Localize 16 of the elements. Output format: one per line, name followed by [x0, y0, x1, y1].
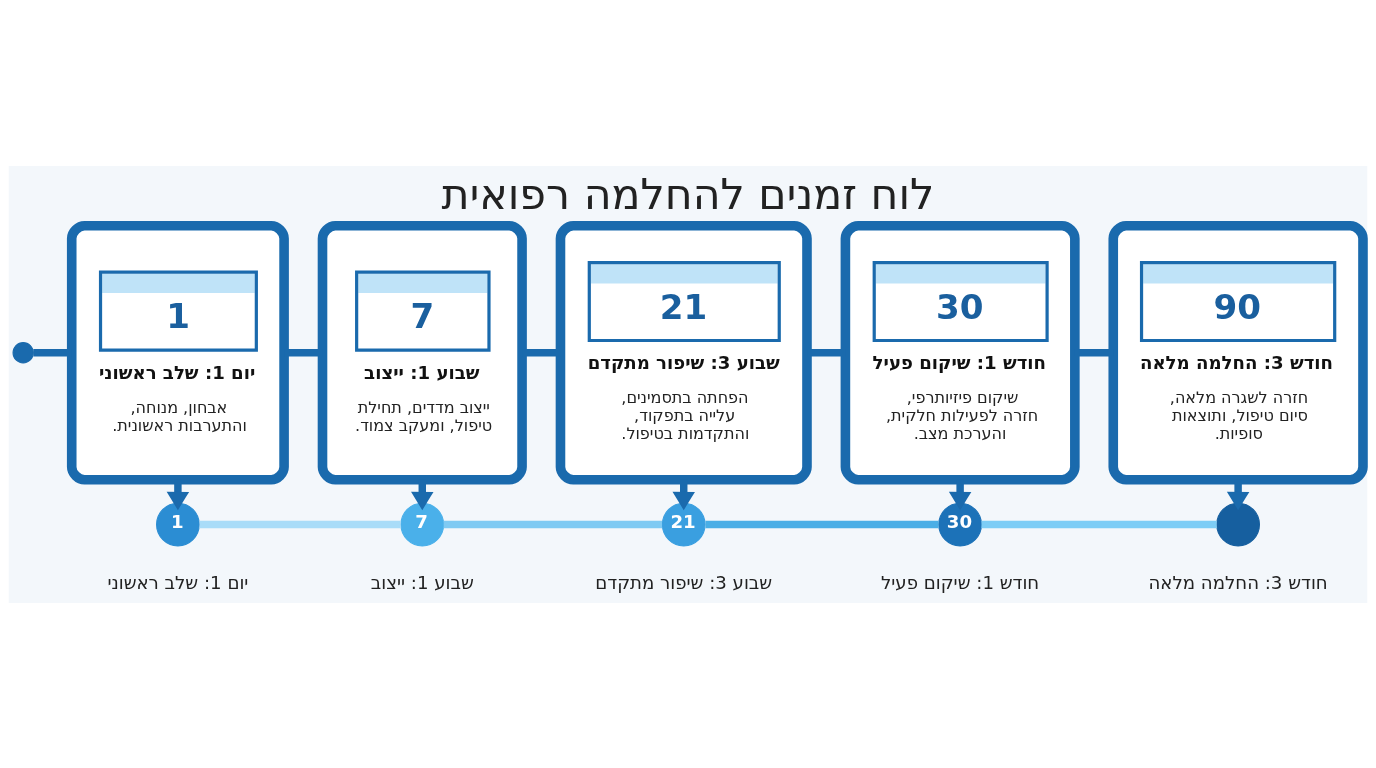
node-circle: [12, 341, 34, 363]
node-circle: 21: [661, 502, 706, 546]
node-label: חודש 1: שיקום פעיל: [881, 571, 1040, 593]
connector: [981, 520, 1217, 528]
node-label: שבוע 1: ייצוב: [370, 571, 474, 593]
node-label: יום 1: שלב ראשוני: [107, 571, 249, 593]
node-label: חודש 3: החלמה מלאה: [1148, 571, 1328, 593]
node-circle: 1: [156, 502, 200, 546]
connector: [705, 520, 939, 528]
node-label: שבוע 3: שיפור מתקדם: [595, 571, 773, 593]
node-circle: 7: [400, 502, 445, 546]
node-circle: [1216, 502, 1260, 546]
diagram-title: לוח זמנים להחלמה רפואית: [441, 168, 935, 219]
connector: [199, 520, 401, 528]
connector: [443, 520, 663, 528]
node-circle: 30: [938, 502, 982, 546]
